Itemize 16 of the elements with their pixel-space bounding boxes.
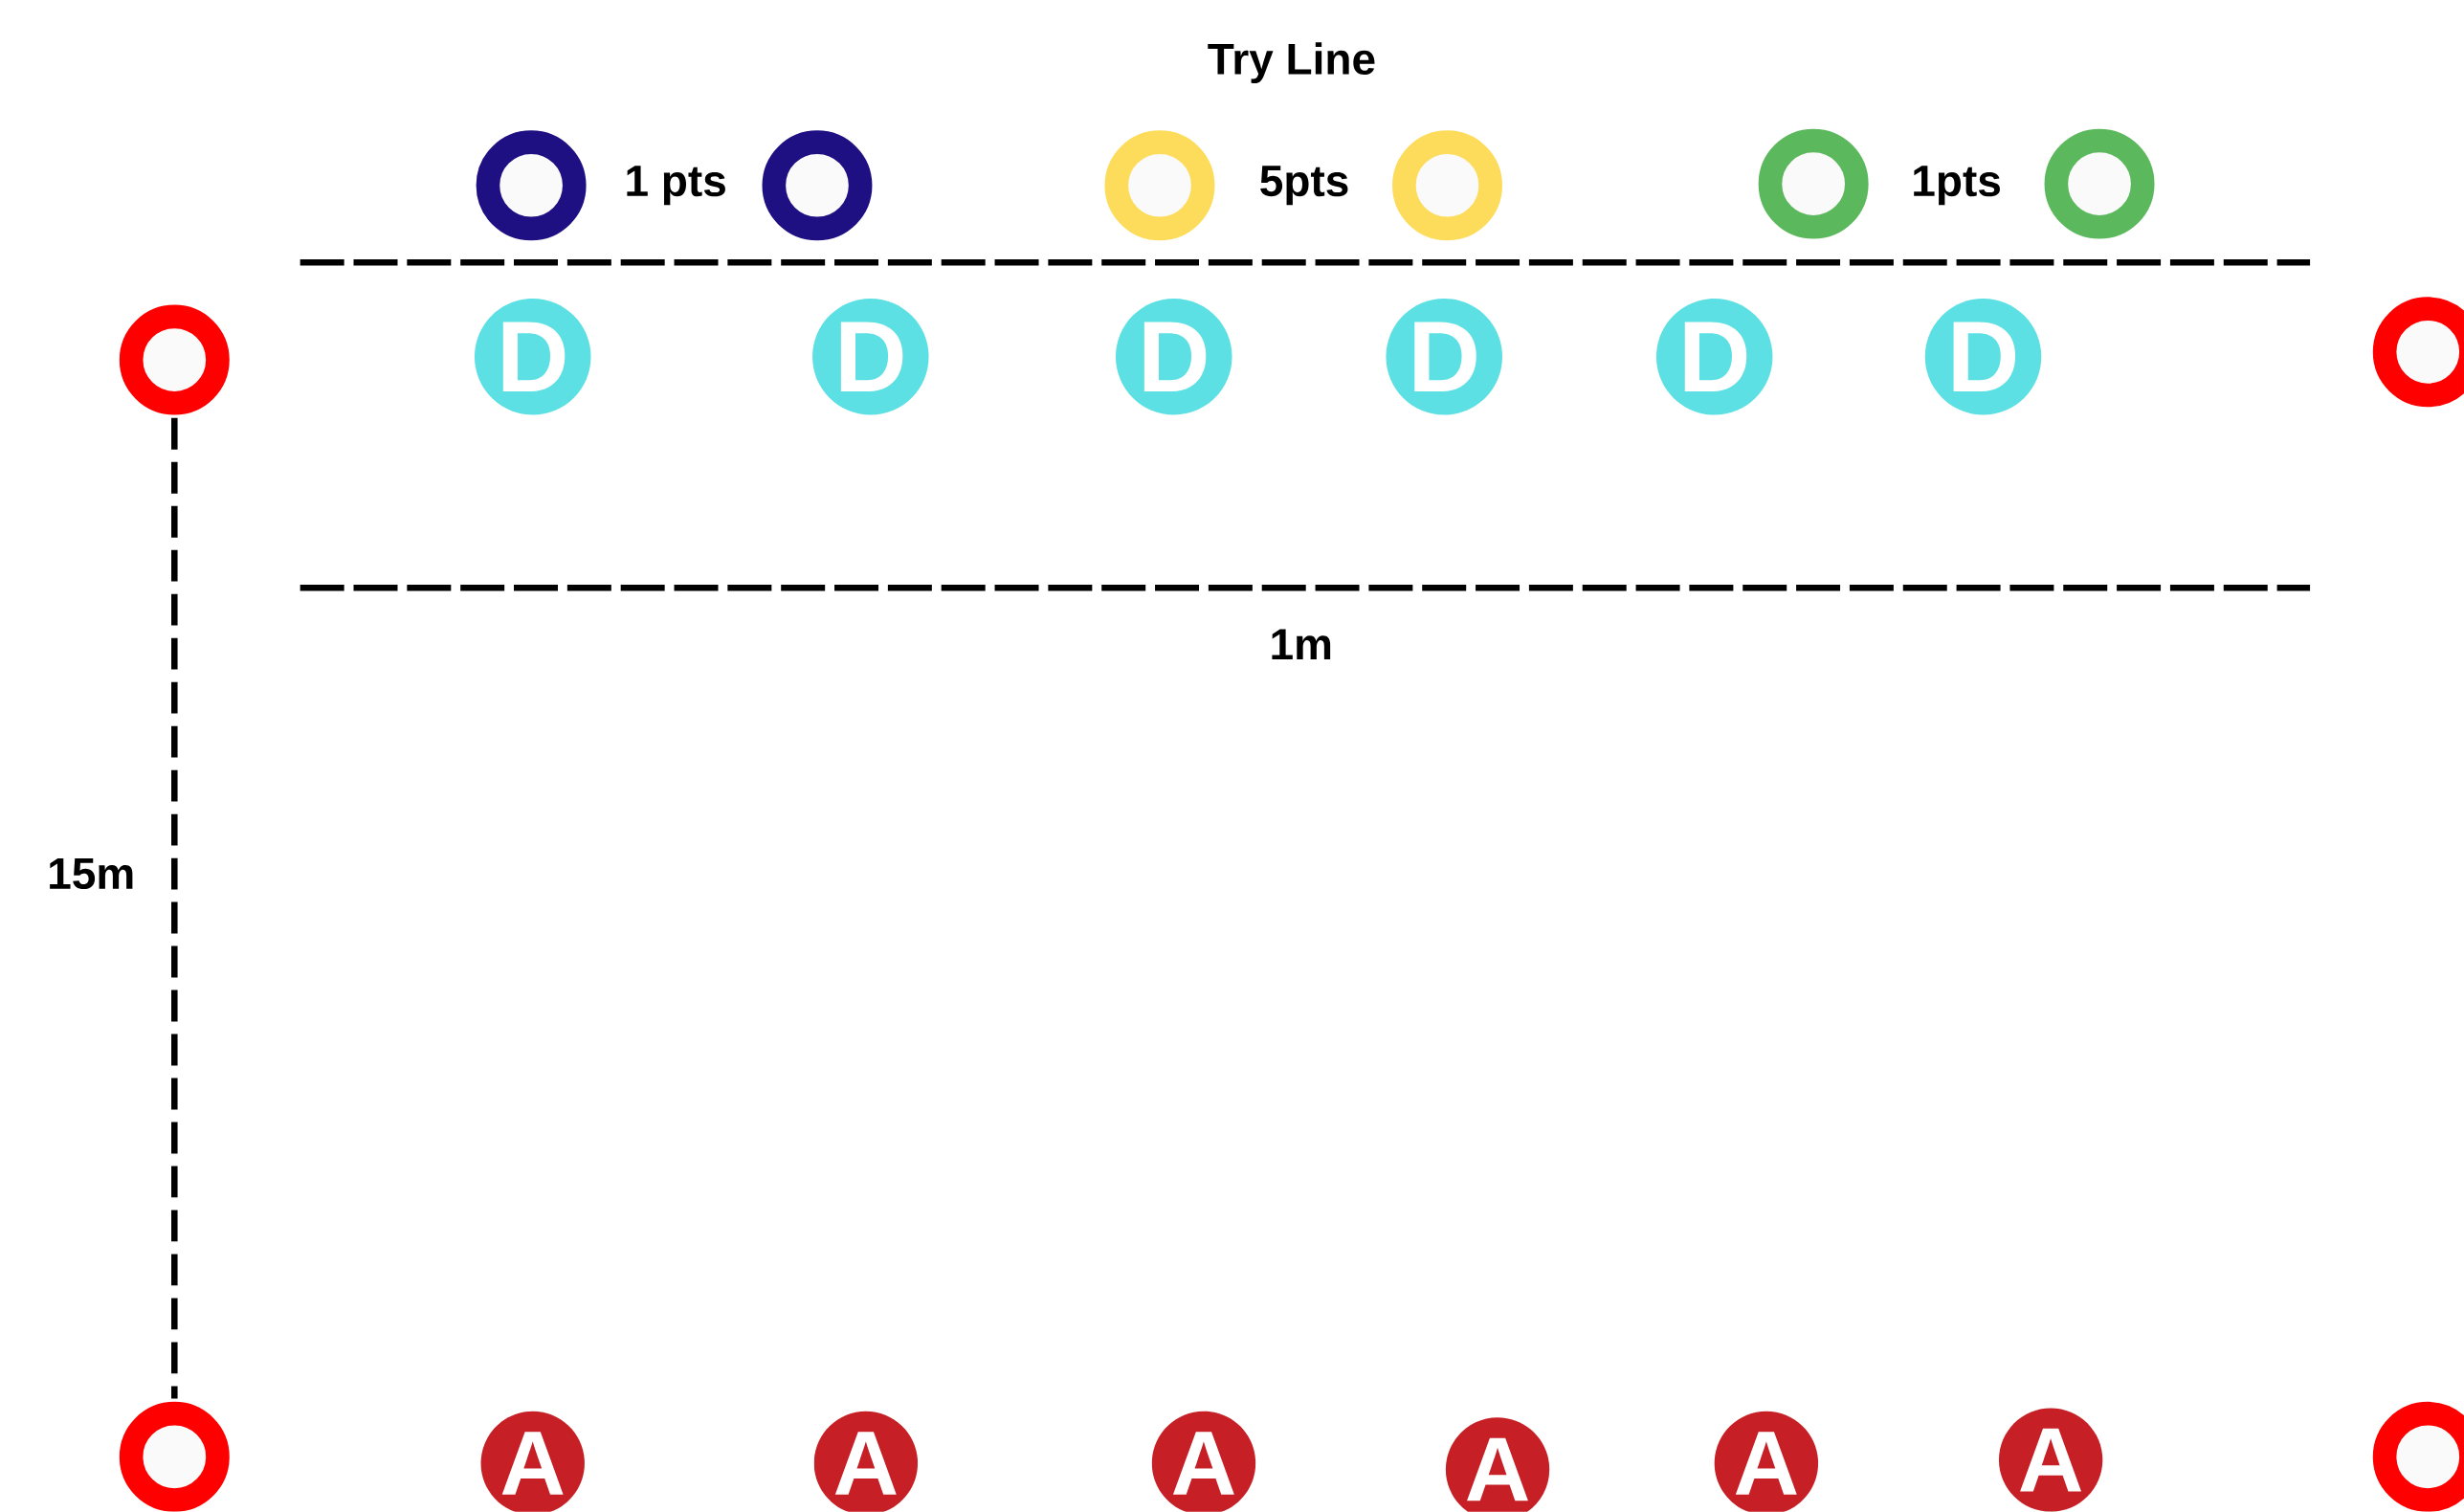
points-label: 1 pts — [627, 166, 725, 206]
title: Try Line — [1208, 42, 1375, 84]
distance-label: 15m — [50, 858, 133, 890]
cone-ring — [476, 130, 587, 241]
cone-ring — [1392, 130, 1502, 241]
cone-ring — [1104, 130, 1215, 241]
cone-ring — [1758, 128, 1869, 239]
distance-label: 1m — [1272, 629, 1331, 660]
cone-ring — [2372, 297, 2464, 408]
cone-ring — [762, 130, 873, 241]
points-label: 5pts — [1260, 166, 1348, 206]
cone-ring — [2044, 128, 2155, 239]
points-label: 1pts — [1914, 166, 2000, 206]
cone-ring — [119, 1401, 230, 1512]
cone-ring — [119, 304, 230, 415]
cone-ring — [2372, 1401, 2464, 1512]
